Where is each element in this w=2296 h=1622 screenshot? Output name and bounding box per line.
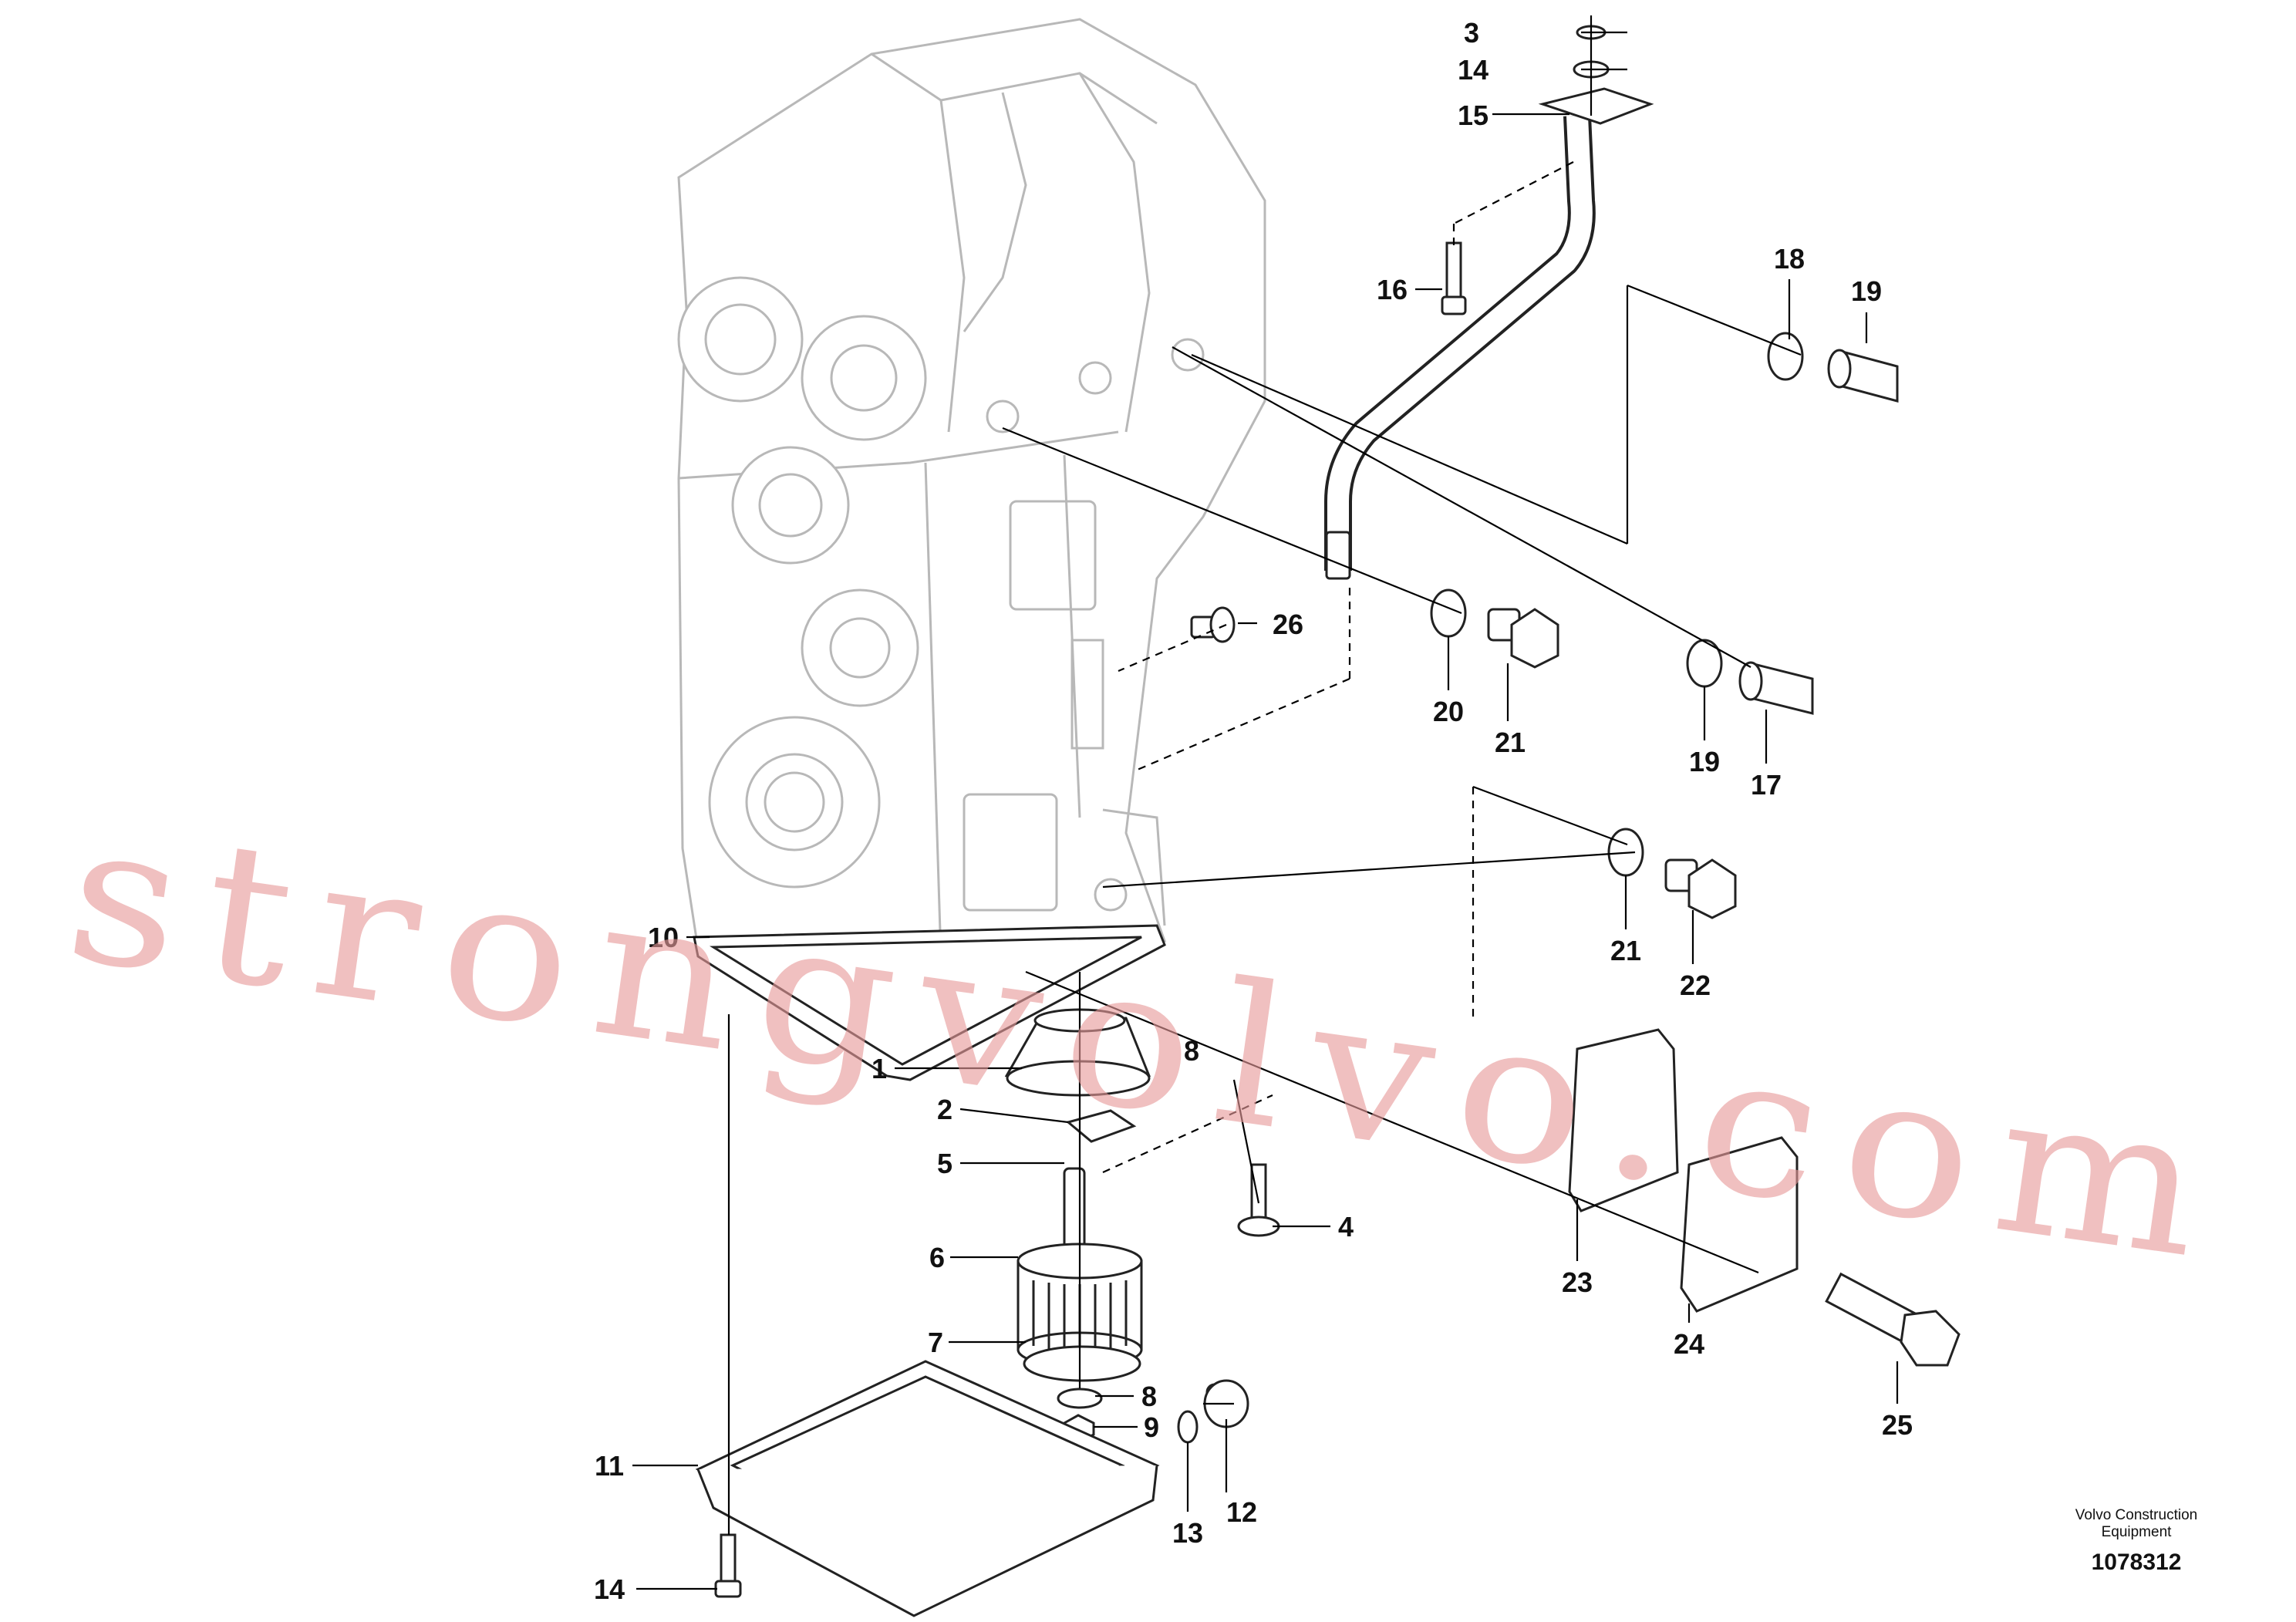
- callout-20: 19: [1851, 275, 1882, 307]
- oil-pipe: [1324, 87, 1654, 580]
- callout-19-low: 19: [1689, 746, 1720, 777]
- screw-4: [1237, 1163, 1280, 1237]
- callout-10: 10: [648, 922, 679, 953]
- seal-ring-7: [1023, 1345, 1141, 1382]
- assembly-lines: [727, 15, 1802, 1535]
- cover-24: [1680, 1136, 1799, 1313]
- callout-22-low: 22: [1680, 969, 1711, 1001]
- callout-14: 14: [594, 1573, 625, 1605]
- watermark: strongvolvo.com: [56, 779, 2240, 1304]
- oil-pan: [695, 1360, 1160, 1617]
- callout-24: 24: [1674, 1328, 1704, 1360]
- callout-12: 12: [1226, 1496, 1257, 1528]
- callout-15: 15: [1458, 99, 1489, 131]
- callout-23: 23: [1562, 1266, 1593, 1298]
- callout-1: 1: [872, 1053, 887, 1084]
- screw-16: [1441, 241, 1467, 315]
- drawing-credit: Volvo Construction Equipment 1078312: [2075, 1507, 2197, 1575]
- callout-22-top: 21: [1495, 727, 1526, 758]
- callout-18: 17: [1751, 769, 1782, 801]
- plug-22-upper: [1487, 608, 1559, 669]
- plug-18: [1738, 661, 1814, 715]
- callout-labels: 3 14 15 16 18 19 26 20 21 19 17 21 22 10…: [594, 17, 1913, 1605]
- callout-25: 25: [1882, 1409, 1913, 1441]
- callout-3: 3: [1464, 17, 1479, 49]
- callout-17: 14: [1458, 54, 1489, 86]
- callout-19-top: 18: [1774, 243, 1805, 275]
- washer-8: [1057, 1388, 1103, 1409]
- callout-2: 2: [937, 1094, 952, 1125]
- callout-11: 11: [595, 1450, 624, 1482]
- callout-9: 9: [1144, 1411, 1159, 1443]
- o-ring: [1177, 1410, 1199, 1444]
- callout-8: 8: [1141, 1381, 1157, 1412]
- callout-21-low: 21: [1610, 935, 1641, 966]
- callout-26: 26: [1273, 609, 1303, 640]
- leader-lines: [632, 31, 1899, 1590]
- callout-13: 13: [1172, 1517, 1203, 1549]
- callout-5: 5: [937, 1148, 952, 1179]
- credit-line-1: Volvo Construction: [2075, 1507, 2197, 1523]
- callout-16: 16: [1377, 274, 1408, 305]
- callout-21-top: 20: [1433, 696, 1464, 727]
- callout-8-top: 8: [1184, 1035, 1199, 1067]
- credit-line-2: Equipment: [2102, 1524, 2173, 1540]
- screw-14: [714, 1533, 742, 1598]
- transmission-housing: [677, 18, 1266, 966]
- washer-19-upper: [1767, 332, 1804, 381]
- plug-20: [1827, 349, 1899, 403]
- gasket-23: [1568, 1028, 1679, 1212]
- screw-25: [1825, 1272, 1961, 1367]
- plug-22-lower: [1664, 858, 1737, 919]
- washer-19-lower: [1686, 639, 1723, 688]
- callout-4: 4: [1338, 1211, 1354, 1243]
- document-number: 1078312: [2092, 1549, 2182, 1575]
- callout-7: 7: [928, 1327, 943, 1358]
- plate-2: [1065, 1109, 1137, 1143]
- callout-6: 6: [929, 1242, 945, 1273]
